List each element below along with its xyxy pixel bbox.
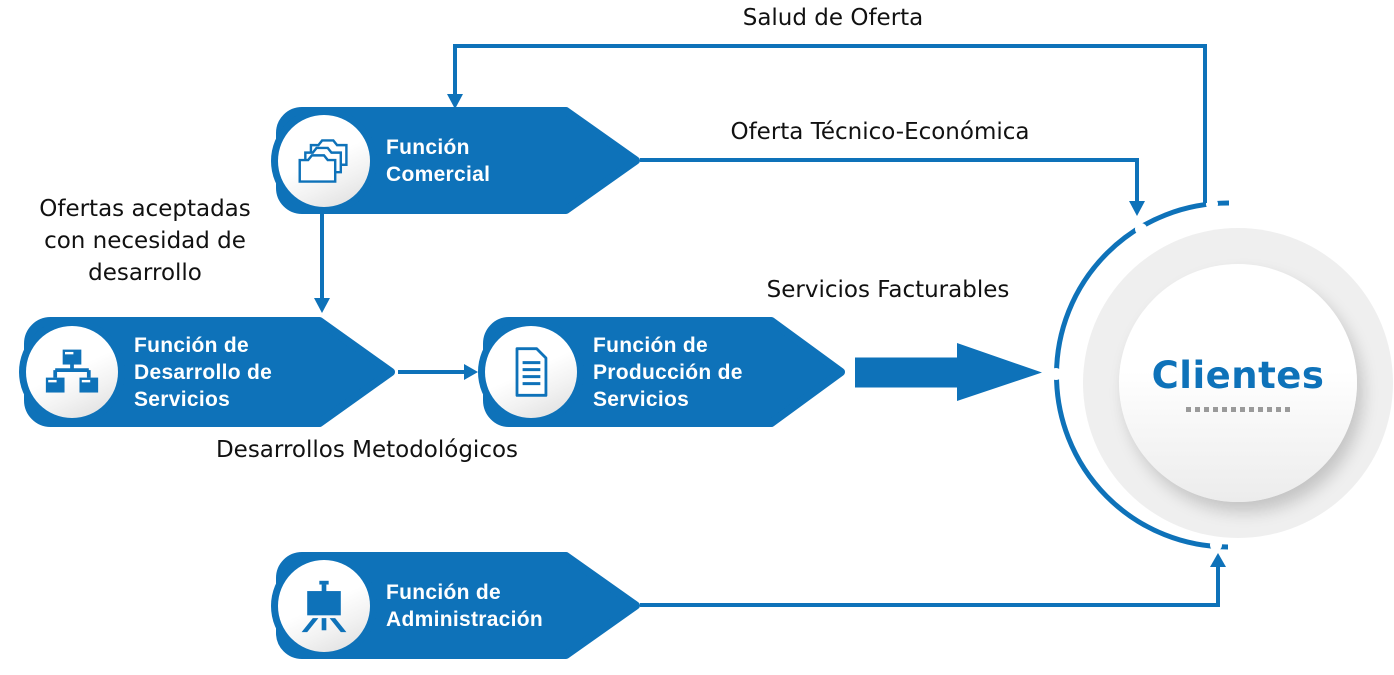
comercial-desarrollo-arrowhead [314,298,330,313]
servicios-thick-arrow [855,343,1042,401]
produccion-label-line-1: Función de [593,333,708,357]
comercial-icon-circle [278,114,370,207]
administracion-label: Función de Administración [386,552,543,659]
administracion-label-line-1: Función de [386,580,501,604]
produccion-icon-circle [485,326,577,418]
label-salud-de-oferta: Salud de Oferta [742,5,924,31]
oferta-arrow-line [640,158,1139,202]
node-funcion-desarrollo: Función de Desarrollo de Servicios [24,317,395,427]
clientes-outer-ring: Clientes [1083,228,1393,538]
arc-gap-admin [1210,539,1222,551]
chevron-shape [276,107,640,214]
arc-gap-top [1206,198,1218,210]
ofertas-line-2: con necesidad de [44,228,246,254]
arc-gap-servicios [1050,368,1062,380]
comercial-label-line-1: Función [386,135,470,159]
ofertas-line-3: desarrollo [88,260,202,286]
node-funcion-administracion: Función de Administración [276,552,640,659]
produccion-label-line-2: Producción de [593,360,743,384]
arc-gap-oferta [1135,223,1147,235]
org-chart-icon [45,349,99,393]
clientes-label: Clientes [1151,354,1325,397]
desarrollo-label-line-1: Función de [134,333,249,357]
produccion-label: Función de Producción de Servicios [593,317,743,427]
label-ofertas-aceptadas: Ofertas aceptadas con necesidad de desar… [5,193,285,289]
desarrollo-label-line-2: Desarrollo de [134,360,273,384]
label-desarrollos-metodologicos: Desarrollos Metodológicos [215,437,519,463]
clientes-dotted-line [1186,407,1290,412]
label-oferta-tecnico-economica: Oferta Técnico-Económica [730,119,1030,145]
folders-icon [298,138,348,183]
label-servicios-facturables: Servicios Facturables [766,277,1010,303]
administracion-arrow-line [640,567,1220,607]
chevron-shape [276,552,640,659]
desarrollo-label: Función de Desarrollo de Servicios [134,317,272,427]
node-funcion-produccion: Función de Producción de Servicios [483,317,845,427]
easel-icon [301,580,347,632]
clientes-circle: Clientes [1119,264,1357,502]
desarrollo-icon-circle [26,326,118,418]
administracion-label-line-2: Administración [386,607,544,631]
desarrollo-label-line-3: Servicios [134,387,231,411]
comercial-label: Función Comercial [386,107,490,214]
administracion-arrowhead [1210,553,1226,567]
ofertas-line-1: Ofertas aceptadas [39,196,251,222]
document-icon [515,347,548,397]
comercial-label-line-2: Comercial [386,162,491,186]
produccion-label-line-3: Servicios [593,387,690,411]
node-funcion-comercial: Función Comercial [276,107,640,214]
chevron-shape [24,317,395,427]
oferta-arrowhead [1129,201,1145,216]
administracion-icon-circle [278,559,370,652]
chevron-shape [483,317,845,427]
desarrollo-produccion-arrowhead [464,364,478,380]
